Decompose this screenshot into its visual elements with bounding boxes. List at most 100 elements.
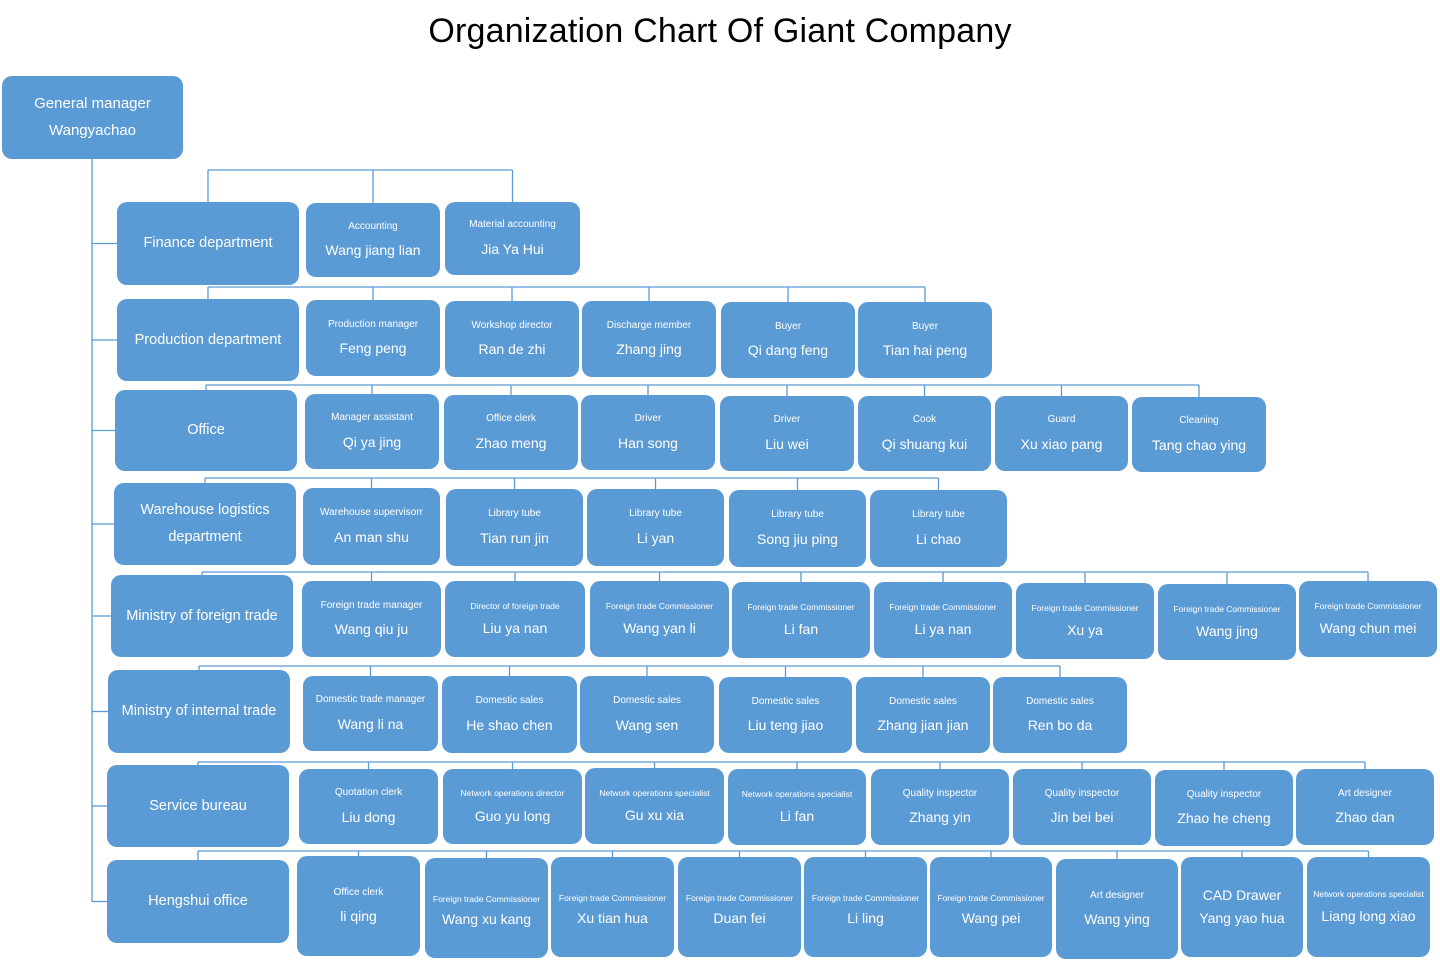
member-role-label: Foreign trade Commissioner: [747, 601, 855, 612]
member-role-label: Production manager: [327, 318, 419, 330]
member-role-label: Quotation clerk: [334, 787, 403, 799]
member-name-label: Zhang jing: [616, 341, 682, 358]
member-node-xu-ya: Foreign trade Commissioner Xu ya: [1016, 583, 1154, 659]
member-node-xu-tian-hua: Foreign trade Commissioner Xu tian hua: [551, 857, 674, 957]
member-role-label: Domestic trade manager: [315, 694, 426, 706]
member-name-label: Song jiu ping: [757, 530, 838, 547]
member-name-label: Ren bo da: [1027, 717, 1093, 734]
member-name-label: Liu ya nan: [482, 620, 548, 637]
member-name-label: Duan fei: [713, 909, 766, 926]
member-role-label: Foreign trade Commissioner: [558, 892, 667, 903]
dept-node-hengshui-office: Hengshui office: [107, 860, 289, 943]
member-role-label: Quality inspector: [902, 787, 978, 799]
member-role-label: Library tube: [912, 509, 965, 521]
member-name-label: Li ling: [847, 909, 884, 926]
member-role-label: Library tube: [771, 509, 824, 521]
member-role-label: Foreign trade Commissioner: [1173, 603, 1281, 614]
member-role-label: Domestic sales: [751, 695, 820, 707]
member-role-label: Discharge member: [606, 319, 692, 331]
member-role-label: Foreign trade Commissioner: [685, 892, 794, 903]
dept-name-label: Office: [187, 422, 225, 439]
member-role-label: Workshop director: [471, 319, 553, 331]
dept-node-production-department: Production department: [117, 299, 299, 381]
member-name-label: Zhao meng: [475, 434, 547, 451]
member-name-label: Wang sen: [615, 716, 679, 733]
member-node-gu-xu-xia: Network operations specialist Gu xu xia: [585, 768, 724, 844]
member-name-label: Tang chao ying: [1151, 436, 1247, 453]
member-role-label: Office clerk: [486, 413, 536, 425]
root-role-label: General manager: [34, 95, 151, 113]
member-role-label: Art designer: [1338, 787, 1392, 799]
member-role-label: Library tube: [629, 508, 682, 520]
dept-name-label: Finance department: [143, 235, 273, 252]
member-role-label: Art designer: [1090, 889, 1144, 901]
dept-node-finance-department: Finance department: [117, 202, 299, 285]
member-name-label: Wang chun mei: [1319, 620, 1417, 637]
member-role-label: Foreign trade Commissioner: [1314, 600, 1422, 611]
member-name-label: Xu tian hua: [577, 909, 648, 926]
member-role-label: Guard: [1047, 414, 1076, 426]
chart-title: Organization Chart Of Giant Company: [428, 12, 1012, 50]
member-role-label: Foreign trade Commissioner: [1031, 602, 1139, 613]
member-role-label: CAD Drawer: [1202, 887, 1282, 904]
member-role-label: Foreign trade Commissioner: [432, 893, 541, 904]
dept-name-label: Warehouse logistics department: [140, 502, 270, 545]
member-name-label: Gu xu xia: [624, 807, 685, 824]
member-name-label: Wang qiu ju: [334, 621, 409, 638]
member-role-label: Domestic sales: [1026, 695, 1094, 707]
dept-node-office: Office: [115, 390, 297, 471]
member-name-label: Xu ya: [1067, 622, 1103, 639]
member-name-label: Liu teng jiao: [747, 717, 824, 734]
dept-node-warehouse-logistics-department: Warehouse logistics department: [114, 483, 296, 565]
member-name-label: Jin bei bei: [1050, 809, 1114, 826]
member-role-label: Office clerk: [333, 886, 384, 898]
member-role-label: Network operations specialist: [1313, 888, 1424, 899]
member-name-label: Zhang yin: [909, 809, 971, 826]
member-role-label: Cleaning: [1179, 415, 1219, 427]
member-name-label: Wang yan li: [623, 620, 696, 637]
member-name-label: Feng peng: [339, 340, 407, 357]
member-role-label: Director of foreign trade: [470, 600, 560, 611]
member-role-label: Network operations specialist: [599, 787, 710, 798]
member-name-label: Wang li na: [337, 715, 404, 732]
member-name-label: He shao chen: [466, 716, 553, 733]
member-role-label: Foreign trade Commissioner: [937, 892, 1045, 903]
member-name-label: Tian run jin: [480, 529, 549, 546]
member-name-label: Qi ya jing: [342, 433, 402, 450]
dept-node-ministry-of-foreign-trade: Ministry of foreign trade: [111, 575, 293, 657]
member-name-label: Liang long xiao: [1321, 908, 1416, 925]
dept-name-label: Ministry of foreign trade: [126, 607, 278, 624]
member-role-label: Network operations specialist: [741, 788, 853, 799]
member-role-label: Material accounting: [469, 219, 556, 231]
member-name-label: li qing: [340, 908, 377, 925]
member-name-label: Jia Ya Hui: [481, 240, 544, 257]
